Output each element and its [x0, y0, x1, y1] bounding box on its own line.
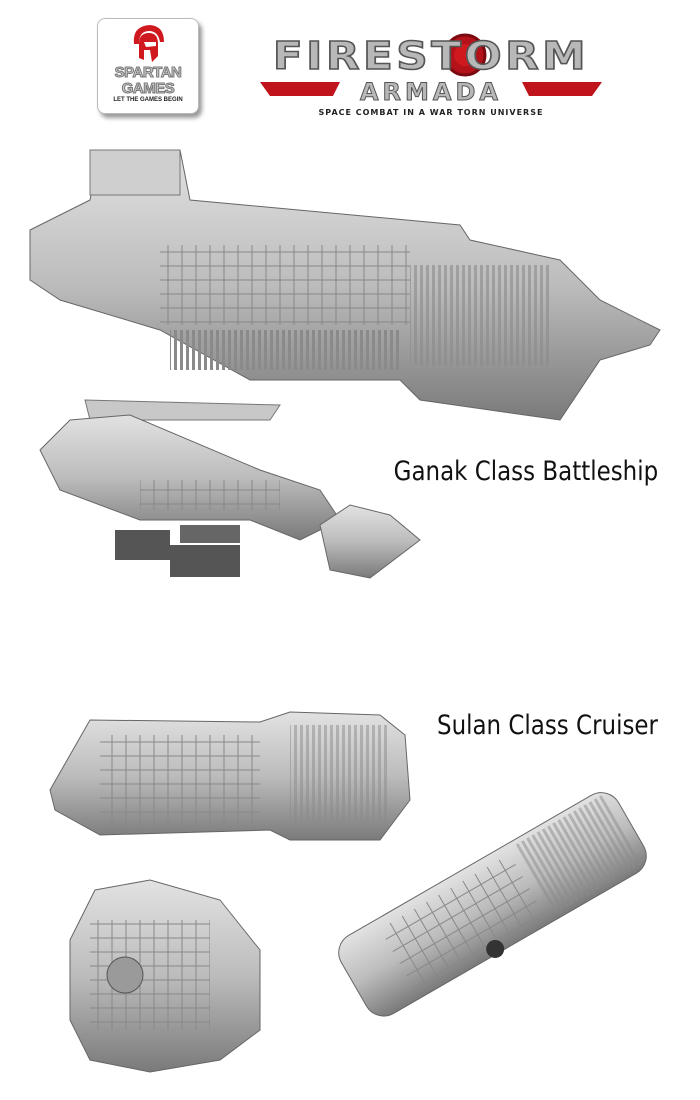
logo-line1: SPARTAN [114, 64, 182, 81]
ganak-battleship-render [29, 149, 661, 421]
logo-line2: GAMES [121, 80, 175, 97]
sulan-class-label: Sulan Class Cruiser [437, 710, 658, 741]
logo-banner-stripes [260, 33, 602, 96]
sulan-cruiser-angled-render [338, 792, 647, 1017]
logo-subtitle: ARMADA [359, 78, 502, 107]
logo-title: FIRESTORM [272, 33, 590, 79]
firestorm-armada-logo: FIRESTORM ARMADA SPACE COMBAT IN A WAR T… [255, 28, 607, 128]
sulan-cruiser-front-render [69, 879, 261, 1073]
sulan-cruiser-side-render [49, 711, 411, 841]
logo-tagline: LET THE GAMES BEGIN [113, 97, 183, 103]
ganak-exploded-render [39, 399, 421, 579]
spartan-helmet-icon [133, 25, 164, 62]
ganak-class-label: Ganak Class Battleship [393, 456, 658, 487]
spartan-games-logo: SPARTAN GAMES LET THE GAMES BEGIN [97, 18, 199, 114]
logo-tagline: SPACE COMBAT IN A WAR TORN UNIVERSE [318, 108, 544, 117]
